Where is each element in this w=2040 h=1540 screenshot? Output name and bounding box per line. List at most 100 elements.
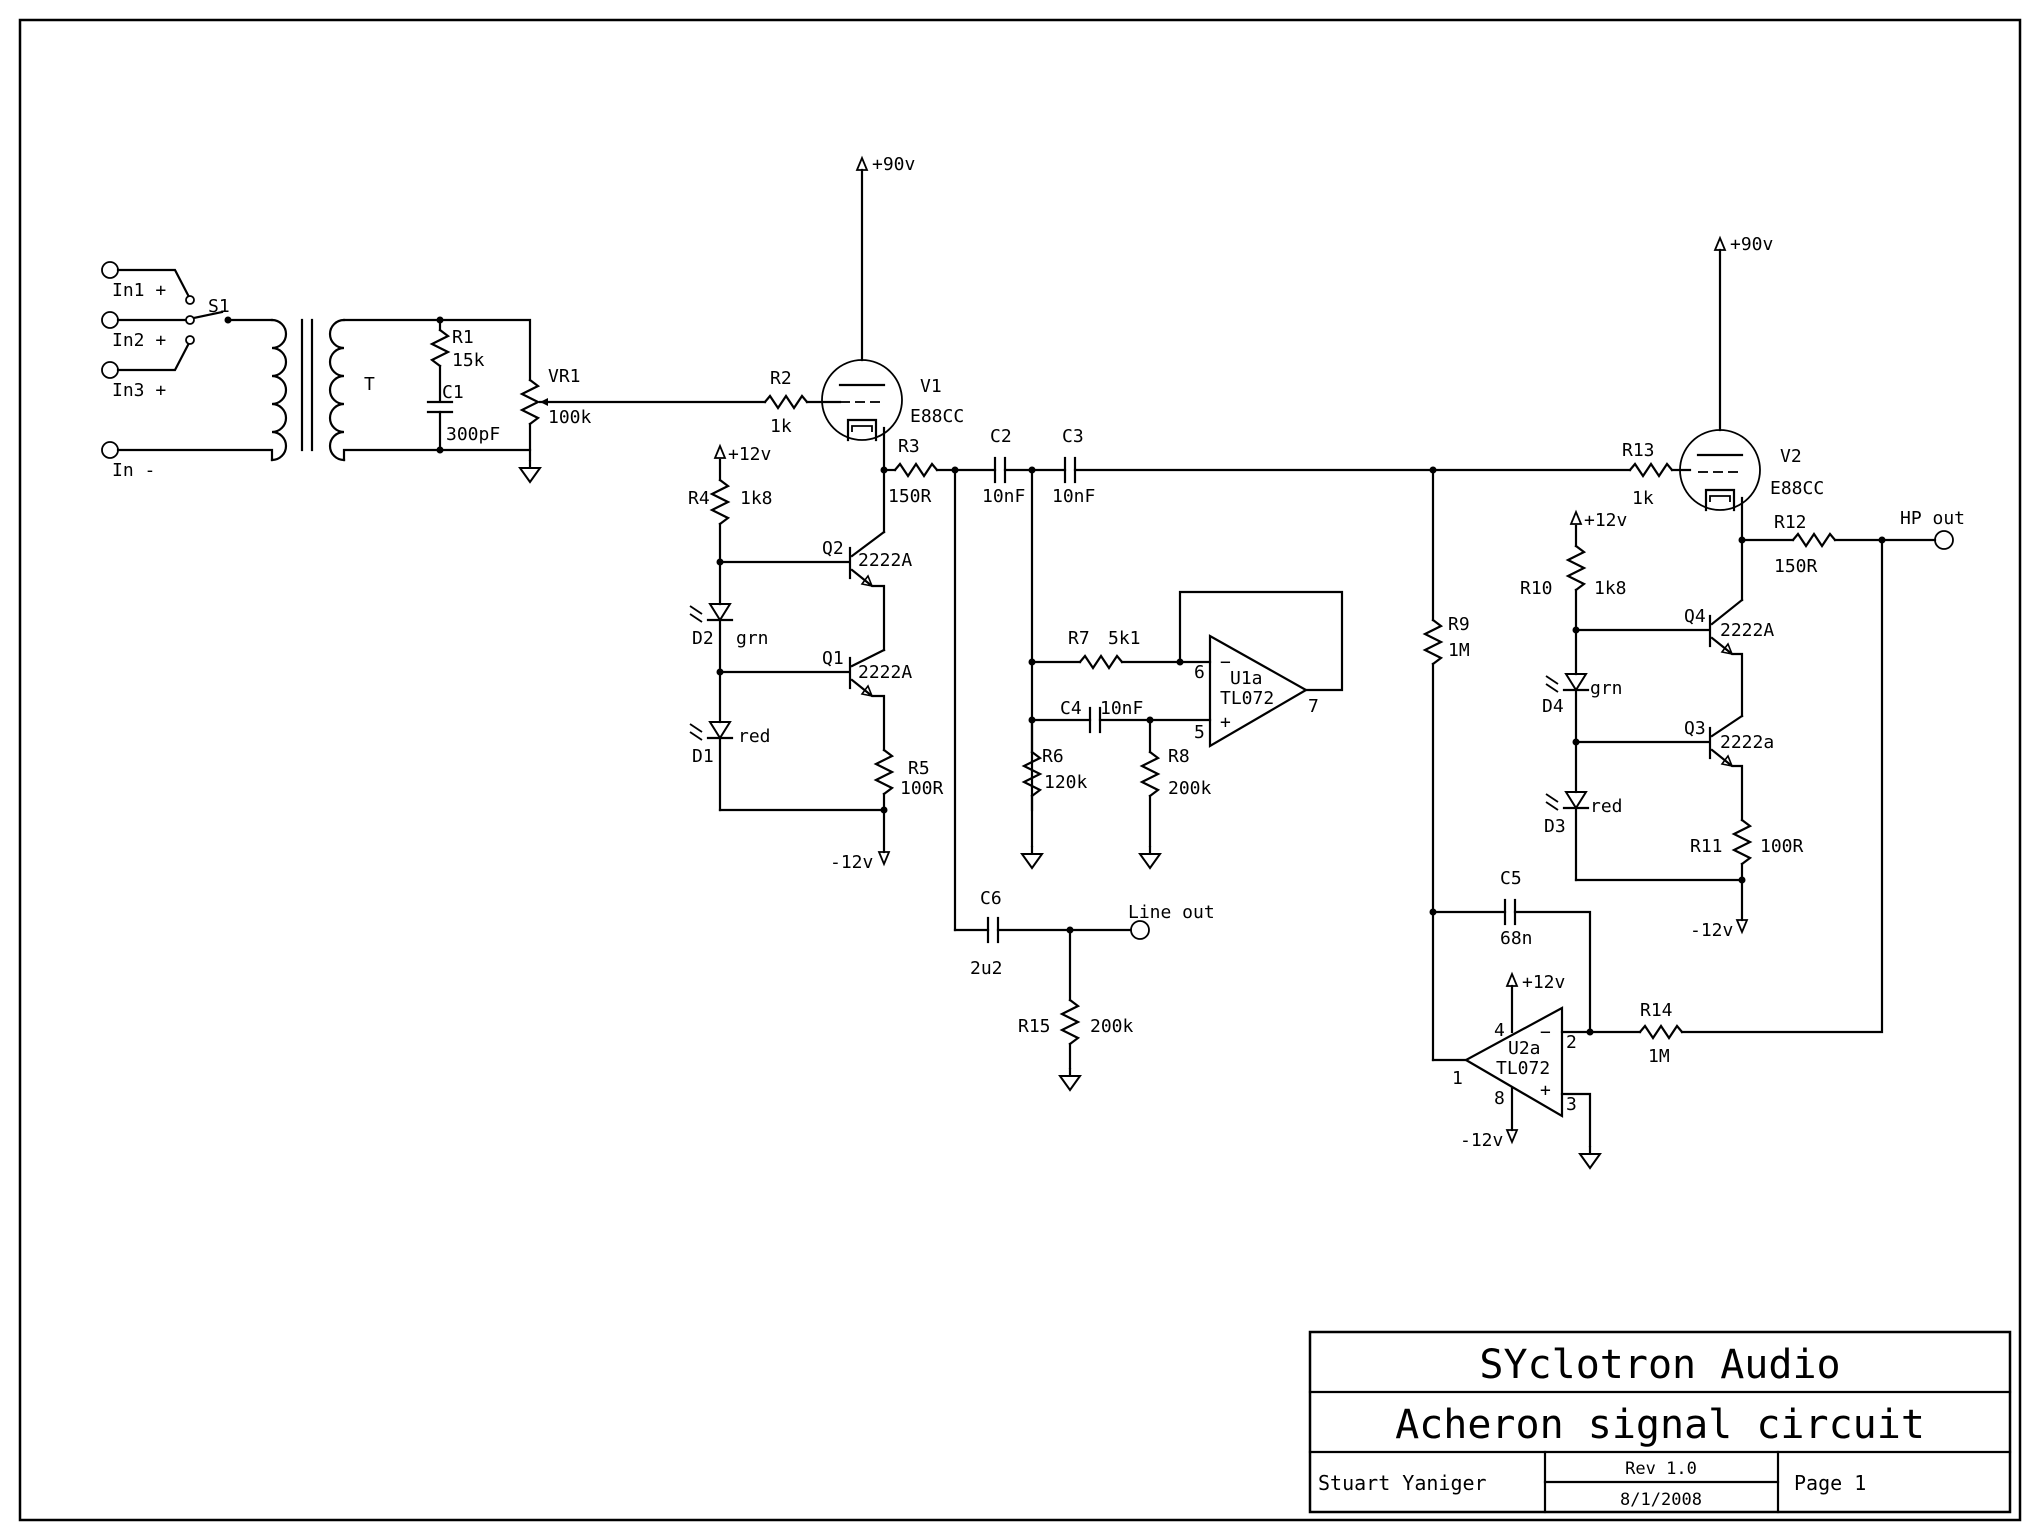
r11-value: 100R (1760, 836, 1804, 857)
c4-label: C4 (1060, 698, 1082, 719)
revision: Rev 1.0 (1625, 1459, 1697, 1479)
c5-value: 68n (1500, 928, 1533, 949)
u1a-minus: − (1220, 652, 1231, 673)
in3-terminal (101, 361, 119, 379)
author-name: Stuart Yaniger (1318, 1471, 1487, 1495)
q3-value: 2222a (1720, 732, 1774, 753)
v2-stage: R9 1M R13 1k +90v V2 E88CC R12 150R HP o… (1422, 234, 1965, 1170)
u1a-plus: + (1220, 712, 1231, 733)
c4-value: 10nF (1100, 698, 1143, 719)
r14-value: 1M (1648, 1046, 1670, 1067)
r6-label: R6 (1042, 746, 1064, 767)
u1a-label: U1a (1230, 668, 1263, 689)
d3-label: D3 (1544, 816, 1566, 837)
u2a-pin8: 8 (1494, 1088, 1505, 1109)
in1-wire (116, 268, 190, 297)
r4-supply: +12v (728, 444, 771, 465)
r3-label: R3 (898, 436, 920, 457)
r11-label: R11 (1690, 836, 1723, 857)
r10-symbol (1565, 544, 1587, 592)
r10-supply: +12v (1584, 510, 1627, 531)
c5-label: C5 (1500, 868, 1522, 889)
v1-supply: +90v (872, 154, 915, 175)
u1a-pin5: 5 (1194, 722, 1205, 743)
title-block: SYclotron Audio Acheron signal circuit S… (1308, 1330, 2012, 1514)
c3-value: 10nF (1052, 486, 1095, 507)
r8-value: 200k (1168, 778, 1212, 799)
line-out-label: Line out (1128, 902, 1215, 923)
d1-value: red (738, 726, 771, 747)
r5-label: R5 (908, 758, 930, 779)
in-minus-label: In - (112, 460, 155, 481)
u2a-pin3: 3 (1566, 1094, 1577, 1115)
r1-label: R1 (452, 327, 474, 348)
r12-label: R12 (1774, 512, 1807, 533)
r5-value: 100R (900, 778, 944, 799)
q3-label: Q3 (1684, 718, 1706, 739)
d2-symbol (708, 603, 732, 622)
r4-label: R4 (688, 488, 710, 509)
u1a-opamp (1208, 634, 1309, 748)
v2-tube (1679, 429, 1761, 511)
v1-stage: R2 1k +90v V1 E88CC R3 150R C2 10nF (688, 154, 1632, 873)
c1-label: C1 (442, 382, 464, 403)
r14-label: R14 (1640, 1000, 1673, 1021)
u2a-pin1: 1 (1452, 1068, 1463, 1089)
q1-value: 2222A (858, 662, 912, 683)
in2-label: In2 + (112, 330, 166, 351)
d4-label: D4 (1542, 696, 1564, 717)
d3-symbol (1564, 791, 1588, 810)
neg12-b: -12v (1690, 920, 1733, 941)
r6-value: 120k (1044, 772, 1088, 793)
r13-value: 1k (1632, 488, 1654, 509)
d2-value: grn (736, 628, 769, 649)
c2-value: 10nF (982, 486, 1025, 507)
r10-label: R10 (1520, 578, 1553, 599)
c1-value: 300pF (446, 424, 500, 445)
v1-label: V1 (920, 376, 942, 397)
in2-terminal (101, 311, 119, 329)
v2-supply: +90v (1730, 234, 1773, 255)
q2-value: 2222A (858, 550, 912, 571)
q1-label: Q1 (822, 648, 844, 669)
hp-out-terminal (1934, 530, 1954, 550)
vr1-symbol (519, 378, 541, 426)
q4-label: Q4 (1684, 606, 1706, 627)
r15-value: 200k (1090, 1016, 1134, 1037)
transformer-primary (270, 318, 288, 462)
r2-symbol (763, 394, 809, 410)
date: 8/1/2008 (1620, 1490, 1702, 1510)
q2-label: Q2 (822, 538, 844, 559)
r14-symbol (1638, 1024, 1684, 1040)
transformer-secondary (328, 318, 346, 462)
sheet-border (18, 18, 2022, 1522)
u2a-pin4: 4 (1494, 1020, 1505, 1041)
v1-tube (821, 359, 903, 441)
r11-symbol (1731, 818, 1753, 866)
v1-value: E88CC (910, 406, 964, 427)
r12-value: 150R (1774, 556, 1818, 577)
r9-value: 1M (1448, 640, 1470, 661)
u2a-supply-neg: -12v (1460, 1130, 1503, 1151)
neg12-a: -12v (830, 852, 873, 873)
r9-symbol (1422, 618, 1444, 666)
u1a-section: R7 5k1 C4 10nF R6 120k R8 200k − + U1a T… (1020, 468, 1344, 870)
s1-wiper (192, 310, 224, 320)
r4-value: 1k8 (740, 488, 773, 509)
d4-symbol (1564, 673, 1588, 692)
input-section: In1 + In2 + In3 + In - S1 T R1 15k (101, 261, 767, 484)
r10-value: 1k8 (1594, 578, 1627, 599)
in1-label: In1 + (112, 280, 166, 301)
vr1-label: VR1 (548, 366, 581, 387)
u2a-supply-pos: +12v (1522, 972, 1565, 993)
c2-label: C2 (990, 426, 1012, 447)
company-name: SYclotron Audio (1479, 1342, 1840, 1388)
r4-symbol (709, 478, 731, 526)
t-label: T (364, 374, 375, 395)
u1a-pin7: 7 (1308, 696, 1319, 717)
u2a-opamp (1463, 1006, 1564, 1118)
u1a-pin6: 6 (1194, 662, 1205, 683)
r7-symbol (1078, 654, 1124, 670)
r13-label: R13 (1622, 440, 1655, 461)
